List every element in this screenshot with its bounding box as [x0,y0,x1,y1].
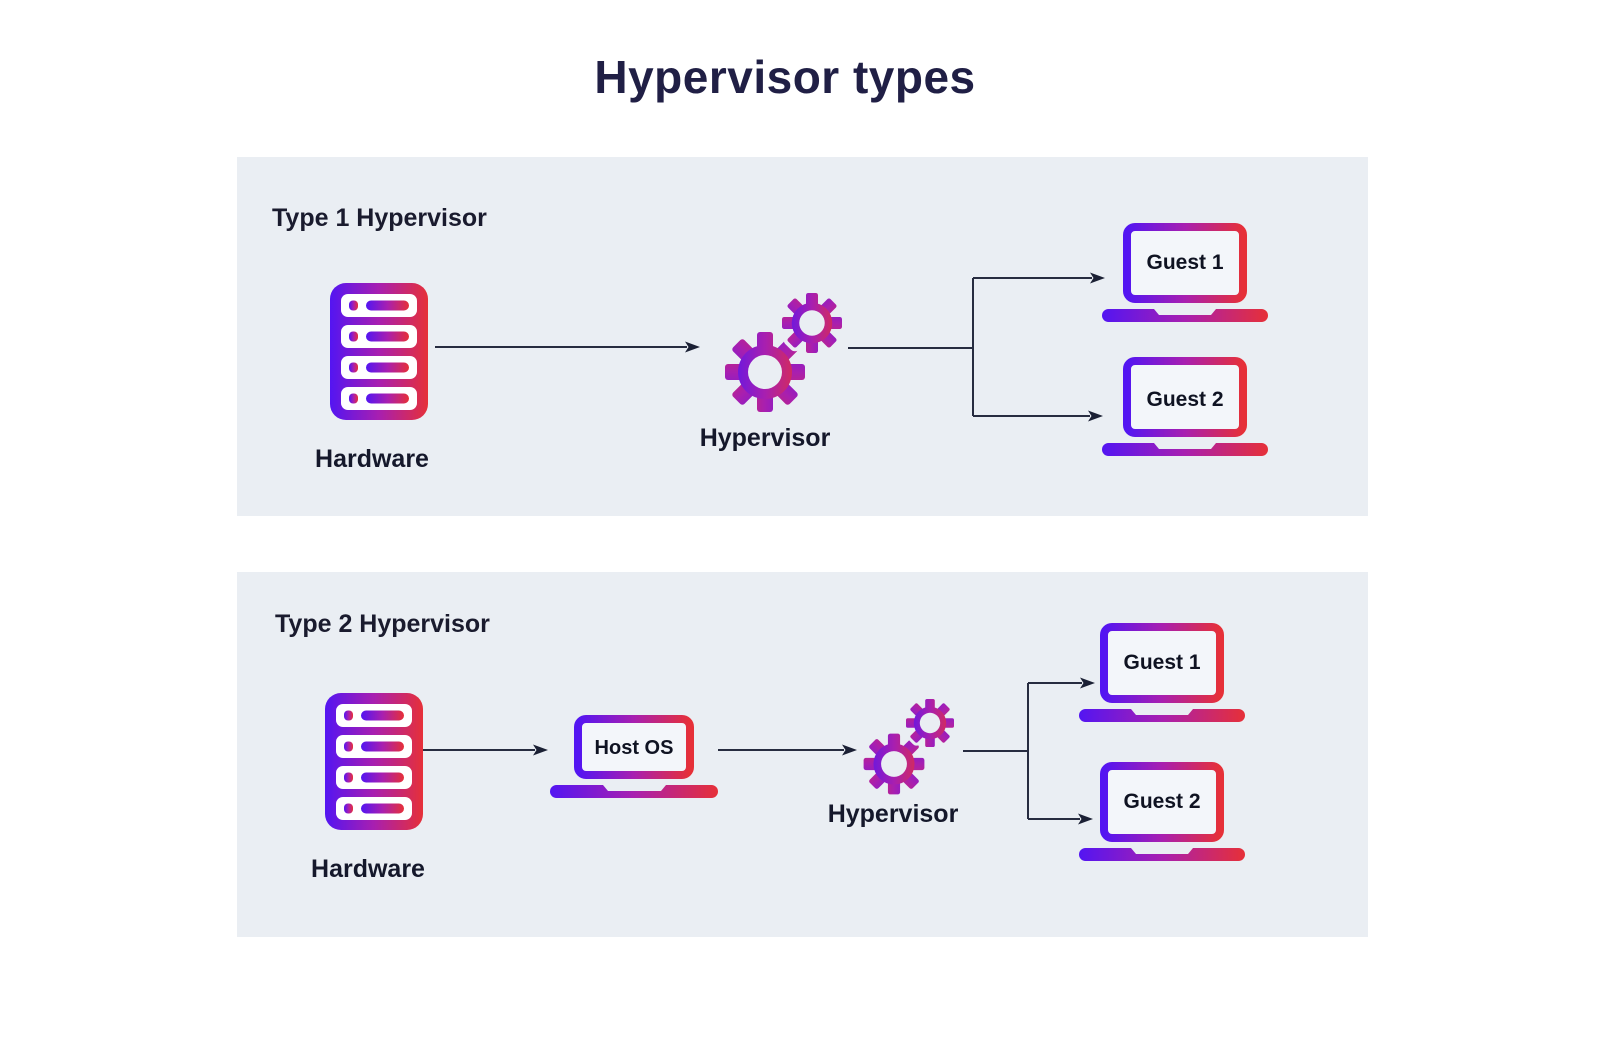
arrowhead-icon [842,744,857,756]
connector-lines [435,277,1092,417]
gear-small-icon [906,699,954,747]
host-os-label: Host OS [594,737,674,759]
hardware-label: Hardware [311,855,425,883]
hardware-label: Hardware [315,445,429,473]
gear-small-icon [782,293,842,353]
server-rack-icon [330,283,428,420]
page-title: Hypervisor types [594,51,976,103]
arrowhead-icon [1088,410,1103,422]
arrowhead-icon [685,341,700,353]
type1-diagram-art [237,157,1368,516]
guest1-label: Guest 1 [1123,651,1201,674]
connector-lines [420,682,1082,820]
arrowhead-icon [533,744,548,756]
guest1-label: Guest 1 [1146,251,1224,274]
arrowhead-icon [1078,813,1093,825]
gear-large-icon [863,733,925,795]
guest2-label: Guest 2 [1146,388,1224,411]
type2-diagram-art [237,572,1368,937]
type1-hypervisor-panel: Type 1 Hypervisor Hardware Hypervisor Gu… [237,157,1368,516]
gear-large-icon [725,332,805,412]
type2-hypervisor-panel: Type 2 Hypervisor Hardware Host OS Hyper… [237,572,1368,937]
guest2-label: Guest 2 [1123,790,1201,813]
panel-heading: Type 1 Hypervisor [272,204,487,232]
arrowhead-icon [1090,272,1105,284]
hypervisor-label: Hypervisor [827,800,959,828]
server-rack-icon [325,693,423,830]
arrowhead-icon [1080,677,1095,689]
panel-heading: Type 2 Hypervisor [275,610,490,638]
hypervisor-label: Hypervisor [699,424,831,452]
